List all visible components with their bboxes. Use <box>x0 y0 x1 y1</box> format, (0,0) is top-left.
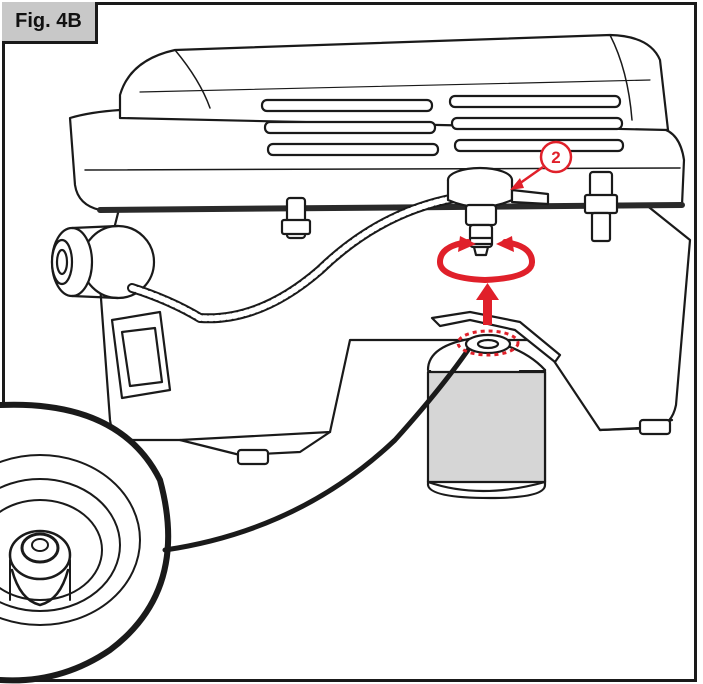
grill-lid <box>118 33 670 132</box>
gas-canister <box>426 333 547 500</box>
regulator <box>446 166 550 257</box>
curved-double-arrow-icon <box>437 236 535 284</box>
inset-leader <box>162 347 471 553</box>
latch-right <box>583 170 619 243</box>
up-arrow-icon <box>476 283 499 325</box>
lid-band <box>68 108 686 212</box>
callout-2: 2 <box>510 140 573 190</box>
figure-label: Fig. 4B <box>2 2 98 44</box>
latch-left <box>280 196 312 240</box>
valve-highlight <box>456 329 520 357</box>
control-knob <box>50 224 156 300</box>
callout-number: 2 <box>551 148 560 167</box>
magnified-inset <box>0 401 172 684</box>
lid-vents <box>260 94 625 157</box>
